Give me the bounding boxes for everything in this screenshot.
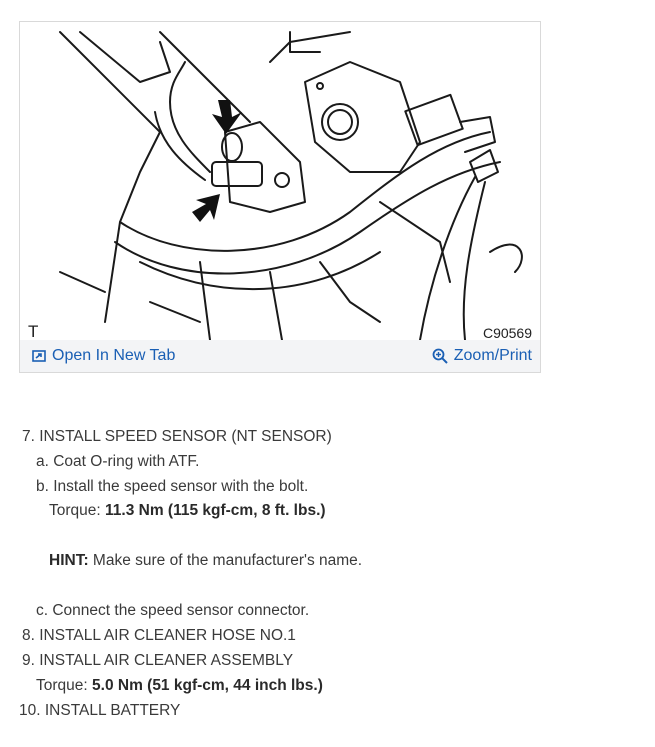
step-7c: c. Connect the speed sensor connector.: [36, 602, 310, 619]
figure-code: C90569: [482, 325, 532, 341]
speed-sensor-illustration: [59, 31, 523, 340]
open-in-new-tab-link[interactable]: Open In New Tab: [32, 347, 175, 365]
figure-action-bar: Open In New Tab Zoom/Print: [20, 340, 540, 372]
open-new-tab-icon: [32, 350, 46, 362]
step-7b: b. Install the speed sensor with the bol…: [36, 478, 309, 495]
torque-label: Torque:: [49, 502, 101, 519]
torque-7b-row: Torque: 11.3 Nm (115 kgf-cm, 8 ft. lbs.): [49, 498, 326, 523]
torque-9-row: Torque: 5.0 Nm (51 kgf-cm, 44 inch lbs.): [36, 673, 323, 698]
torque-value-9: 5.0 Nm (51 kgf-cm, 44 inch lbs.): [92, 677, 323, 694]
torque-value-7b: 11.3 Nm (115 kgf-cm, 8 ft. lbs.): [105, 502, 326, 519]
step-7: 7. INSTALL SPEED SENSOR (NT SENSOR): [22, 428, 332, 445]
step-9: 9. INSTALL AIR CLEANER ASSEMBLY: [22, 652, 294, 669]
zoom-magnifier-icon: [432, 348, 448, 364]
diagram-figure: T C90569 Open In New Tab Zoom/Print: [19, 21, 541, 373]
torque-label-9: Torque:: [36, 677, 88, 694]
zoom-print-label: Zoom/Print: [453, 347, 532, 364]
step-7a: a. Coat O-ring with ATF.: [36, 453, 200, 470]
zoom-print-link[interactable]: Zoom/Print: [432, 347, 532, 365]
open-in-new-tab-label: Open In New Tab: [52, 347, 176, 364]
step-8: 8. INSTALL AIR CLEANER HOSE NO.1: [22, 627, 296, 644]
figure-corner-letter: T: [28, 322, 39, 341]
hint-label: HINT:: [49, 552, 89, 569]
hint-row: HINT: Make sure of the manufacturer's na…: [49, 548, 362, 573]
hint-text: Make sure of the manufacturer's name.: [92, 552, 363, 569]
step-10: 10. INSTALL BATTERY: [19, 702, 181, 719]
